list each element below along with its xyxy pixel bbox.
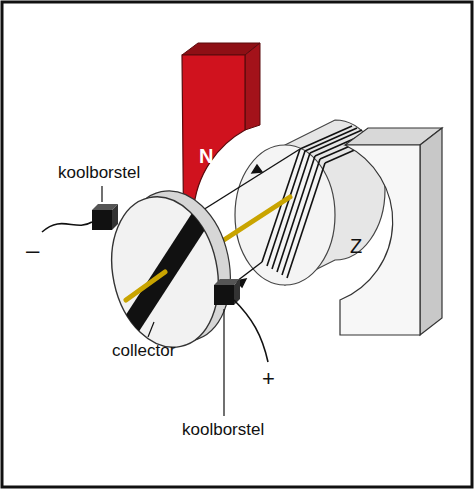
shaft bbox=[126, 272, 165, 300]
part-label: koolborstel bbox=[58, 164, 140, 181]
part-label: collector bbox=[112, 342, 175, 359]
leader-line bbox=[102, 186, 224, 416]
pole-label: N bbox=[199, 146, 213, 166]
supply-wire bbox=[234, 300, 268, 362]
collector-disc bbox=[98, 181, 243, 357]
south-pole-magnet bbox=[340, 128, 442, 335]
supply-wire bbox=[42, 222, 92, 232]
pole-label: Z bbox=[350, 236, 362, 256]
carbon-brush bbox=[92, 204, 118, 230]
polarity-sign: – bbox=[26, 238, 39, 262]
part-label: koolborstel bbox=[182, 421, 264, 438]
polarity-sign: + bbox=[262, 368, 275, 390]
